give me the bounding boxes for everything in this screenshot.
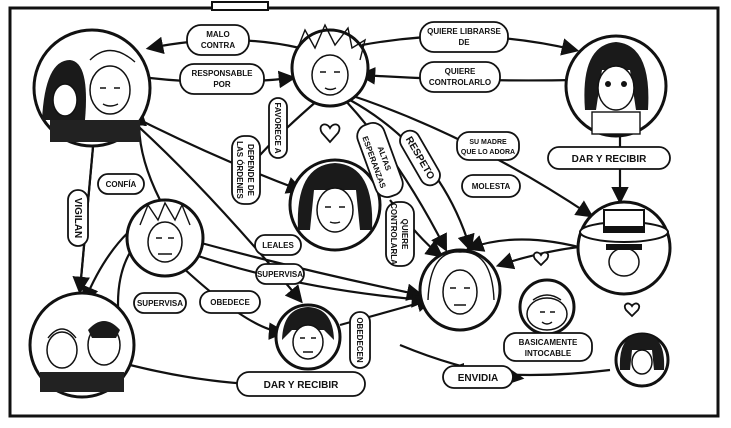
label-text: SU MADRE xyxy=(469,139,507,146)
label-text: QUIERE xyxy=(400,219,409,250)
label-favorece-a: FAVORECE A xyxy=(269,98,287,158)
label-text: QUIERE xyxy=(445,67,476,76)
label-text: LAS ÓRDENES xyxy=(235,141,244,199)
parents-portrait xyxy=(34,30,150,146)
label-molesta: MOLESTA xyxy=(462,175,520,197)
label-obedece: OBEDECE xyxy=(200,291,260,313)
eldest-brother-portrait xyxy=(420,250,500,330)
label-obedecen: OBEDECEN xyxy=(350,312,370,368)
label-text: SUPERVISA xyxy=(137,299,183,308)
brother-long-hair-portrait xyxy=(566,36,666,136)
sibling-center-portrait xyxy=(290,160,380,250)
label-dar-recibir-top: DAR Y RECIBIR xyxy=(548,147,670,169)
stout-brother-portrait xyxy=(520,280,574,334)
label-text: RESPONSABLE xyxy=(192,69,254,78)
label-text: QUE LO ADORA xyxy=(461,149,515,156)
label-text: FAVORECE A xyxy=(273,102,282,153)
label-dar-recibir-bottom: DAR Y RECIBIR xyxy=(237,372,365,396)
label-basicamente-intocable: BASICAMENTE INTOCABLE xyxy=(504,333,592,361)
label-envidia: ENVIDIA xyxy=(443,366,513,388)
label-confia: CONFÍA xyxy=(98,174,144,194)
label-vigilan: VIGILAN xyxy=(68,190,88,246)
label-text: SUPERVISA xyxy=(257,270,303,279)
label-quiere-controlarlo: QUIERE CONTROLARLO xyxy=(420,62,500,92)
label-text: DEPENDE DE xyxy=(246,144,255,197)
label-text: CONFÍA xyxy=(106,180,137,189)
label-quiere-controlarla: QUIERE CONTROLARLA xyxy=(386,202,414,266)
label-text: DAR Y RECIBIR xyxy=(572,154,647,165)
label-text: MOLESTA xyxy=(472,182,511,191)
label-su-madre: SU MADRE QUE LO ADORA xyxy=(457,132,519,160)
label-text: VIGILAN xyxy=(72,198,83,239)
label-text: OBEDECEN xyxy=(355,317,364,363)
grandparents-portrait xyxy=(30,293,134,397)
label-malo-contra: MALO CONTRA xyxy=(187,25,249,55)
label-depende-ordenes: DEPENDE DE LAS ÓRDENES xyxy=(232,136,260,204)
label-quiere-librarse: QUIERE LIBRARSE DE xyxy=(420,22,508,52)
butler-portrait xyxy=(127,200,203,276)
label-text: ENVIDIA xyxy=(458,373,499,384)
label-text: BASICAMENTE xyxy=(519,338,578,347)
label-text: QUIERE LIBRARSE xyxy=(427,27,501,36)
label-text: LEALES xyxy=(262,241,294,250)
label-text: DAR Y RECIBIR xyxy=(264,380,339,391)
label-text: CONTRA xyxy=(201,41,235,50)
label-text: CONTROLARLO xyxy=(429,78,491,87)
label-text: INTOCABLE xyxy=(525,349,572,358)
label-text: OBEDECE xyxy=(210,298,250,307)
label-leales: LEALES xyxy=(255,235,301,255)
label-supervisa-mid: SUPERVISA xyxy=(256,264,304,284)
label-supervisa-left: SUPERVISA xyxy=(134,293,186,313)
label-text: CONTROLARLA xyxy=(389,203,398,265)
label-responsable-por: RESPONSABLE POR xyxy=(180,64,264,94)
little-sibling-portrait xyxy=(616,334,668,386)
servant-portrait xyxy=(276,305,340,369)
top-tab xyxy=(212,2,268,10)
mother-portrait xyxy=(578,202,670,294)
label-text: MALO xyxy=(206,30,230,39)
label-text: DE xyxy=(458,38,470,47)
label-text: POR xyxy=(213,80,231,89)
